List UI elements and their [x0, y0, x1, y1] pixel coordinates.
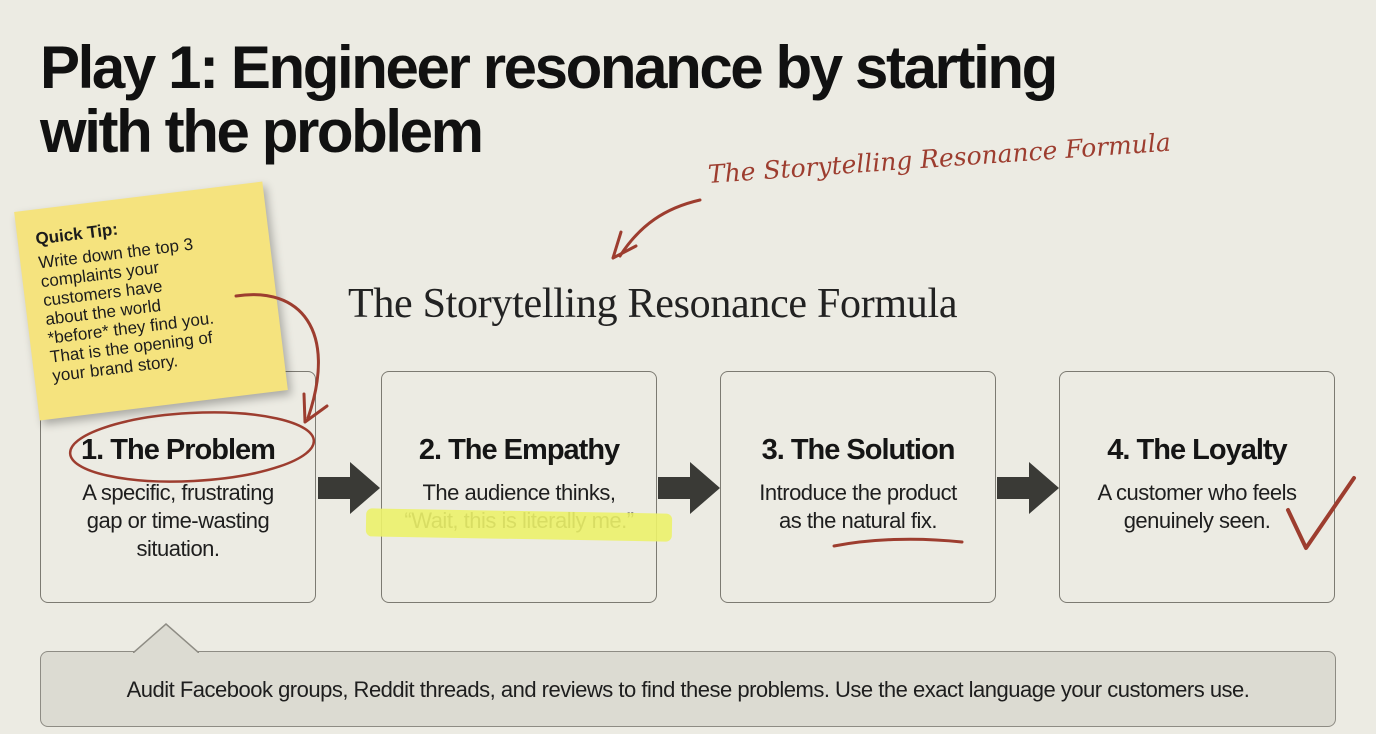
- step-empathy-box: 2. The Empathy The audience thinks, “Wai…: [381, 371, 657, 603]
- flow-arrow-icon: [318, 462, 380, 514]
- step-solution-title: 3. The Solution: [761, 434, 956, 466]
- sticky-note-body: Write down the top 3 complaints your cus…: [37, 234, 215, 386]
- callout-text: Audit Facebook groups, Reddit threads, a…: [126, 677, 1250, 702]
- diagram-title: The Storytelling Resonance Formula: [348, 281, 958, 327]
- callout-box: Audit Facebook groups, Reddit threads, a…: [40, 651, 1336, 727]
- flow-arrow-icon: [997, 462, 1059, 514]
- step-loyalty-box: 4. The Loyalty A customer who feels genu…: [1059, 371, 1335, 603]
- step-empathy-title: 2. The Empathy: [418, 434, 620, 466]
- page-title: Play 1: Engineer resonance by starting w…: [40, 34, 1058, 165]
- step-problem-title: 1. The Problem: [81, 434, 276, 466]
- quick-tip-sticky-note: Quick Tip: Write down the top 3 complain…: [14, 181, 288, 421]
- callout-pointer: [133, 623, 199, 653]
- step-loyalty-description: A customer who feels genuinely seen.: [1097, 480, 1297, 533]
- step-solution-description: Introduce the product as the natural fix…: [759, 480, 957, 533]
- flow-arrow-icon: [658, 462, 720, 514]
- step-problem-description: A specific, frustrating gap or time-wast…: [82, 480, 274, 561]
- step-solution-box: 3. The Solution Introduce the product as…: [720, 371, 996, 603]
- highlighter-mark: [365, 508, 673, 542]
- step-loyalty-title: 4. The Loyalty: [1107, 434, 1287, 466]
